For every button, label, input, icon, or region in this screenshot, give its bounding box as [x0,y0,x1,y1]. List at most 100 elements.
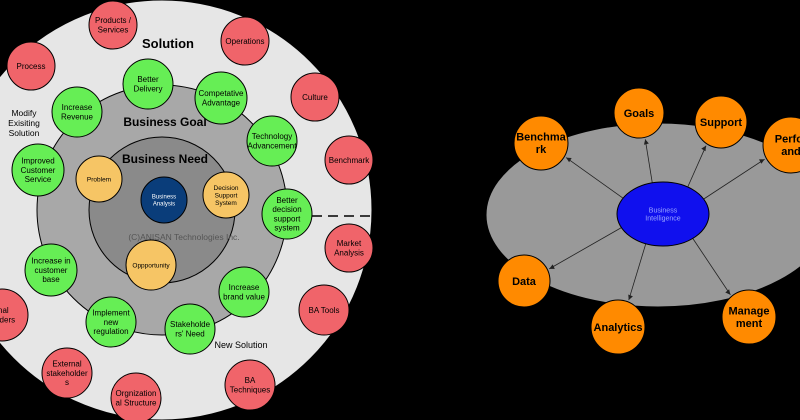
org-structure-circle [110,372,162,420]
better-decision-support-circle [261,188,313,240]
products-label: Products / [95,16,132,25]
implement-regulation-label: Implement [92,309,130,318]
management-node-label: Manage [729,306,770,318]
technology-advancement-label: Technology [252,132,292,141]
process-circle [6,41,56,91]
better-delivery-circle [122,58,174,110]
better-decision-support-label: support [274,214,301,223]
better-decision-support-label: system [274,224,300,233]
increase-customer-base-label: Increase in [31,257,70,266]
stakeholders-need-label: rs' Need [175,329,205,338]
modify-label: Modify [11,108,37,118]
benchmark-spoke-arrow [566,157,572,163]
benchmark-label: Benchmark [329,156,370,165]
decision-support-circle [202,171,250,219]
ba-tools-circle [298,284,350,336]
org-structure-label: al Structure [116,398,157,407]
benchmark-spoke [565,157,625,200]
modify-label: Solution [9,128,40,138]
ba-tools-label: BA Tools [309,306,340,315]
left-diagram: Solution Business Goal Business Need (C)… [0,0,374,420]
improved-customer-service-label: Service [25,175,52,184]
red-circles: Products /ServicesOperationsProcessCultu… [0,0,374,420]
implement-regulation-label: regulation [93,327,128,336]
increase-customer-base-label: base [42,275,60,284]
internal-stakeholders-label: rnal [0,306,9,315]
implement-regulation-label: new [104,318,119,327]
opportunity-circle [125,239,177,291]
management-node-circle [721,289,777,345]
implement-regulation-circle [85,296,137,348]
increase-brand-value-circle [218,266,270,318]
decision-support-label: Decision [214,185,239,192]
goals-node-circle [613,87,665,139]
performance-spoke [702,158,765,201]
business-intelligence-label: Intelligence [645,215,681,222]
increase-revenue-label: Increase [62,103,93,112]
products-label: Services [98,25,129,34]
opportunity-label: Oppportunity [132,262,170,269]
benchmark-circle [324,135,374,185]
better-delivery-label: Better [137,75,159,84]
decision-support-label: System [215,200,237,207]
increase-brand-value-label: brand value [223,292,265,301]
support-spoke-arrow [701,145,707,152]
better-delivery-label: Delivery [134,84,163,93]
new-solution-label: New Solution [214,340,267,350]
improved-customer-service-circle [11,143,65,197]
green-circles: BetterDeliveryCompetativeAdvantageIncrea… [11,58,313,355]
watermark-label: (C)ANISAN Technologies Inc. [128,232,239,242]
increase-brand-value-label: Increase [229,283,260,292]
business-intelligence-label: Business [649,207,678,214]
ba-techniques-label: Techniques [230,385,270,394]
management-spoke-arrow [725,289,731,295]
technology-advancement-label: Advancement [248,141,298,150]
benchmark-node-circle [513,115,569,171]
stakeholders-need-label: Stakeholde [170,320,211,329]
management-spoke [691,236,731,295]
performance-node-circle [762,116,800,174]
improved-customer-service-label: Customer [21,166,56,175]
external-stakeholders-label: External [52,360,82,369]
bi-center [616,181,710,247]
goals-node-label: Goals [624,108,655,120]
analytics-spoke-arrow [628,294,633,301]
problem-label: Problem [87,176,111,183]
increase-customer-base-label: customer [35,266,68,275]
org-structure-label: Orgnization [116,389,157,398]
culture-label: Culture [302,93,328,102]
increase-revenue-circle [51,86,103,138]
decision-support-label: Support [215,192,238,199]
data-node-circle [497,254,551,308]
operations-label: Operations [225,37,264,46]
external-stakeholders-label: stakeholder [46,369,88,378]
performance-node-label: Perfor [775,134,800,146]
external-stakeholders-label: s [65,378,69,387]
solution-label: Solution [142,36,194,51]
business-analysis-label: Analysis [153,202,175,208]
benchmark-node-label: Benchma [516,132,566,144]
bi-spokes [549,139,765,301]
modify-label: Exisiting [8,118,40,128]
support-node-circle [694,95,748,149]
ba-techniques-label: BA [245,376,256,385]
competative-advantage-circle [194,71,248,125]
external-stakeholders-circle [41,347,93,399]
support-spoke [686,145,707,189]
business-analysis-center [140,176,188,224]
increase-revenue-label: Revenue [61,112,94,121]
data-spoke [549,226,623,270]
better-decision-support-label: Better [276,196,298,205]
support-node-label: Support [700,117,742,129]
data-spoke-arrow [549,264,555,269]
internal-stakeholders-circle [0,288,29,342]
market-analysis-label: Market [337,239,362,248]
benchmark-node-label: rk [536,144,547,156]
process-label: Process [17,62,46,71]
